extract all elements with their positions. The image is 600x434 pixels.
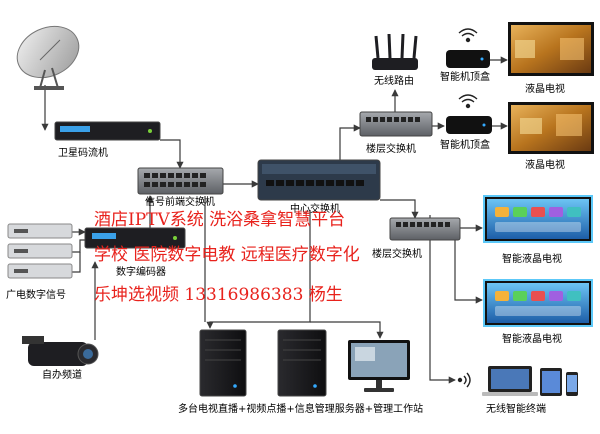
wifi-icon [458,28,478,43]
floor-switch-1-label: 楼层交换机 [366,142,416,155]
digital-encoder [84,227,186,249]
watermark-line-1: 酒店IPTV系统 洗浴桑拿智慧平台 [94,209,345,230]
phone-icon [566,372,578,396]
tablet-icon [540,368,562,396]
smart-tv-1 [483,195,593,243]
watermark: 酒店IPTV系统 洗浴桑拿智慧平台 学校 医院数字电教 远程医疗数字化 乐坤选视… [94,209,360,305]
floor-switch-1 [359,111,433,137]
smart-tv-1-label: 智能液晶电视 [502,252,562,265]
workstation-monitor-icon [348,340,410,392]
server-1 [199,329,247,397]
server-2 [277,329,327,397]
lcd-tv-2 [508,102,594,154]
laptop-icon [482,366,538,396]
smart-stb-2 [446,116,492,134]
lcd-tv-2-label: 液晶电视 [525,158,565,171]
stb-1-label: 智能机顶盒 [440,70,490,83]
stb-2-label: 智能机顶盒 [440,138,490,151]
floor-switch-2-label: 楼层交换机 [372,247,422,260]
core-switch [257,159,381,201]
lcd-tv-1 [508,22,594,76]
wifi-icon [457,372,471,388]
core-switch-label: 中心交换机 [290,202,340,215]
satellite-receiver-label: 卫星码流机 [58,146,108,159]
front-switch [137,167,224,195]
smart-tv-2 [483,279,593,327]
smart-stb-1 [446,50,490,68]
wireless-router-label: 无线路由 [374,74,414,87]
servers-label: 多台电视直播+视频点播+信息管理服务器+管理工作站 [178,402,423,415]
smart-tv-2-label: 智能液晶电视 [502,332,562,345]
connection-lines [41,56,508,384]
self-channel-label: 自办频道 [42,368,82,381]
watermark-line-2: 学校 医院数字电教 远程医疗数字化 [94,245,360,265]
satellite-dish-icon [16,25,80,90]
watermark-line-3: 乐坤选视频 13316986383 杨生 [94,285,343,305]
video-camera-icon [22,336,99,366]
front-switch-label: 信号前端交换机 [145,195,215,208]
wireless-terminals-label: 无线智能终端 [486,402,546,415]
satellite-receiver [54,121,161,141]
cable-tv-label: 广电数字信号 [6,288,66,301]
cable-tv-boxes [7,223,73,279]
lcd-tv-1-label: 液晶电视 [525,82,565,95]
encoder-label: 数字编码器 [116,265,166,278]
floor-switch-2 [389,217,461,241]
wifi-icon [458,94,478,109]
wireless-router-icon [372,33,418,70]
